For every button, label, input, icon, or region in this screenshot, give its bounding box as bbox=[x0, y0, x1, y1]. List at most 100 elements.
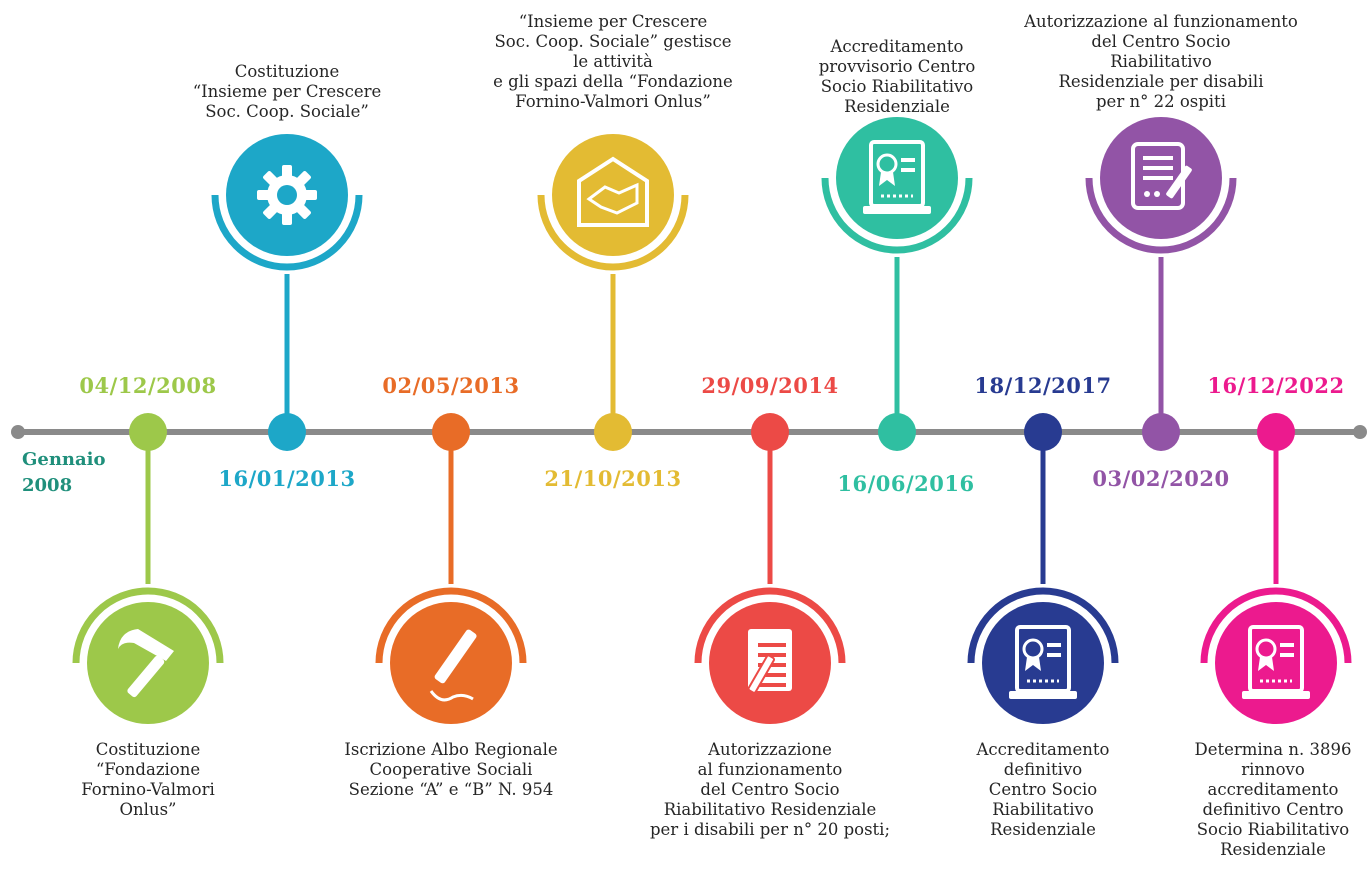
timeline-event bbox=[375, 413, 527, 724]
event-description-line: Residenziale bbox=[1220, 840, 1326, 859]
certificate-icon bbox=[1009, 625, 1077, 699]
event-description-line: Riabilitativo Residenziale bbox=[663, 800, 877, 819]
start-label: Gennaio 2008 bbox=[22, 447, 106, 499]
icon-badge bbox=[87, 602, 209, 724]
event-date: 04/12/2008 bbox=[79, 373, 217, 398]
event-date: 16/12/2022 bbox=[1207, 373, 1345, 398]
start-label-line: Gennaio bbox=[22, 449, 106, 470]
event-date: 18/12/2017 bbox=[974, 373, 1112, 398]
icon-ring-arc bbox=[375, 587, 527, 664]
event-description-line: “Insieme per Crescere bbox=[518, 12, 708, 31]
timeline-dot bbox=[1024, 413, 1062, 451]
timeline-event bbox=[537, 134, 689, 451]
events-layer bbox=[72, 117, 1352, 724]
timeline-dot bbox=[268, 413, 306, 451]
event-description-line: le attività bbox=[573, 52, 653, 71]
event-description-line: del Centro Socio bbox=[1091, 32, 1231, 51]
timeline-event bbox=[72, 413, 224, 724]
icon-badge bbox=[836, 117, 958, 239]
icon-ring-arc bbox=[211, 194, 363, 271]
timeline-dot bbox=[751, 413, 789, 451]
certificate-icon bbox=[1242, 625, 1310, 699]
event-description-line: Costituzione bbox=[95, 740, 201, 759]
event-description-line: Residenziale bbox=[990, 820, 1096, 839]
event-description-line: al funzionamento bbox=[697, 760, 843, 779]
timeline-dot bbox=[878, 413, 916, 451]
timeline-event bbox=[211, 134, 363, 451]
gear-icon bbox=[257, 165, 317, 225]
event-description-line: definitivo bbox=[1003, 760, 1083, 779]
icon-ring-arc bbox=[694, 587, 846, 664]
event-description-line: Determina n. 3896 bbox=[1194, 740, 1352, 759]
event-description-line: Socio Riabilitativo bbox=[820, 77, 974, 96]
event-description-line: Soc. Coop. Sociale” gestisce bbox=[494, 32, 732, 51]
event-description-line: Autorizzazione bbox=[708, 740, 832, 759]
timeline-dot bbox=[432, 413, 470, 451]
icon-badge bbox=[1215, 602, 1337, 724]
event-description-line: del Centro Socio bbox=[700, 780, 840, 799]
event-description-line: Autorizzazione al funzionamento bbox=[1024, 12, 1298, 31]
event-description-line: Fornino-Valmori Onlus” bbox=[515, 92, 711, 111]
event-description-line: Iscrizione Albo Regionale bbox=[344, 740, 558, 759]
event-date: 29/09/2014 bbox=[701, 373, 839, 398]
icon-ring-arc bbox=[537, 194, 689, 271]
start-label-line: 2008 bbox=[22, 475, 73, 496]
icon-ring-arc bbox=[72, 587, 224, 664]
event-description-line: Soc. Coop. Sociale” bbox=[205, 102, 369, 121]
icon-badge bbox=[552, 134, 674, 256]
pen-icon bbox=[429, 629, 477, 702]
event-description-line: Fornino-Valmori bbox=[81, 780, 215, 799]
icon-ring-arc bbox=[967, 587, 1119, 664]
event-description-line: Accreditamento bbox=[830, 37, 964, 56]
event-description-line: Residenziale per disabili bbox=[1058, 72, 1264, 91]
event-description-line: Riabilitativo bbox=[1110, 52, 1212, 71]
event-date: 16/01/2013 bbox=[218, 466, 356, 491]
event-description-line: “Fondazione bbox=[95, 760, 201, 779]
event-description-line: Sezione “A” e “B” N. 954 bbox=[348, 780, 554, 799]
contract-icon bbox=[1131, 142, 1192, 210]
event-description-line: accreditamento bbox=[1207, 780, 1339, 799]
timeline-dot bbox=[594, 413, 632, 451]
icon-ring-arc bbox=[1200, 587, 1352, 664]
event-description-line: rinnovo bbox=[1241, 760, 1305, 779]
event-description-line: Socio Riabilitativo bbox=[1196, 820, 1350, 839]
document-icon bbox=[747, 629, 792, 694]
event-date: 21/10/2013 bbox=[544, 466, 682, 491]
event-description-line: per n° 22 ospiti bbox=[1096, 92, 1226, 111]
icon-ring-arc bbox=[1085, 177, 1237, 254]
event-description-line: Centro Socio bbox=[988, 780, 1098, 799]
icon-badge bbox=[982, 602, 1104, 724]
event-date: 03/02/2020 bbox=[1092, 466, 1230, 491]
event-description-line: Costituzione bbox=[234, 62, 340, 81]
certificate-icon bbox=[863, 140, 931, 214]
icon-ring-arc bbox=[821, 177, 973, 254]
event-description-line: per i disabili per n° 20 posti; bbox=[649, 820, 890, 839]
event-description-line: “Insieme per Crescere bbox=[192, 82, 382, 101]
timeline-dot bbox=[1257, 413, 1295, 451]
event-description-line: Onlus” bbox=[119, 800, 177, 819]
timeline-event bbox=[821, 117, 973, 451]
timeline-event bbox=[967, 413, 1119, 724]
event-date: 16/06/2016 bbox=[837, 471, 975, 496]
timeline-start-dot bbox=[11, 425, 25, 439]
timeline-dot bbox=[129, 413, 167, 451]
event-description-line: e gli spazi della “Fondazione bbox=[493, 72, 733, 91]
event-description-line: Accreditamento bbox=[976, 740, 1110, 759]
timeline-event bbox=[694, 413, 846, 724]
timeline-event bbox=[1200, 413, 1352, 724]
event-description-line: Residenziale bbox=[844, 97, 950, 116]
event-description-line: Riabilitativo bbox=[992, 800, 1094, 819]
timeline-end-dot bbox=[1353, 425, 1367, 439]
event-description-line: definitivo Centro bbox=[1202, 800, 1344, 819]
event-description-line: Cooperative Sociali bbox=[369, 760, 533, 779]
